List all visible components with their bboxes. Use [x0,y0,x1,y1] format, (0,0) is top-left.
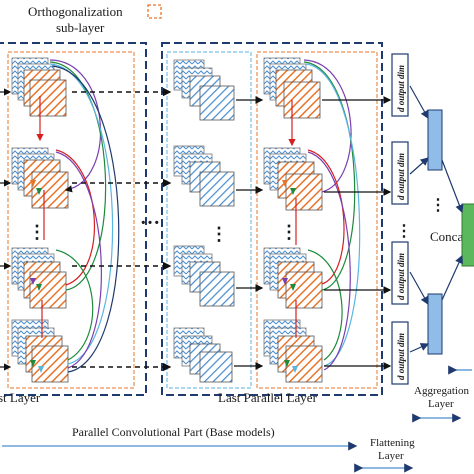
first-layer-stack-1 [11,57,67,117]
flatten-dim-box-4: d output dim [391,321,409,385]
aggregation-label-line2: Layer [428,398,454,410]
legend-swatch [147,4,162,19]
first-layer-label: st Layer [0,390,41,405]
layer-ellipsis: … [140,207,160,229]
first-layer-stack-2 [11,147,69,209]
svg-text:d output dim: d output dim [396,153,406,200]
last-ortho-sublayer-box [256,51,378,389]
last-parallel-layer-box [161,42,383,396]
flatten-dim-box-2: d output dim [391,141,409,205]
first-layer-stack-4 [11,319,69,383]
last-parallel-layer-label: Last Parallel Layer [218,390,318,405]
flatten-dim-box-3: d output dim [391,241,409,305]
flattening-label-line1: Flattening [370,437,415,449]
parallel-part-label: Parallel Convolutional Part (Base models… [72,425,275,439]
svg-text:d output dim: d output dim [396,253,406,300]
last-layer-triangles [282,180,298,373]
flatten-to-aggregation-arrows [409,85,430,353]
first-layer-ortho-box [7,51,135,389]
flatten-vdots: ⋮ [396,223,412,240]
last-layer-stack-2 [263,147,323,211]
to-flatten-arrows [322,96,392,370]
svg-text:d output dim: d output dim [396,65,406,112]
last-layer-stack-1 [263,57,321,119]
input-arrows [0,88,12,371]
conv-stack-3 [173,245,235,307]
conv-stack-1 [173,59,235,121]
aggregation-label-line1: Aggregation [414,385,469,397]
output-node [461,203,474,267]
aggregation-vdots: ⋮ [430,197,446,214]
inter-layer-connections [72,87,172,372]
flatten-dim-box-1: d output dim [391,53,409,117]
first-layer-vdots: ⋮ [28,222,46,242]
first-layer-box [0,42,147,396]
conv-stack-4 [173,327,233,383]
legend-subtitle: sub-layer [56,20,105,35]
svg-text:d output dim: d output dim [396,333,406,380]
aggregation-node-bottom [427,293,443,355]
conv-stack-2 [173,145,235,207]
conv-sublayer-box [166,51,252,389]
concat-label: Concat [430,229,467,244]
first-layer-triangles [30,180,44,373]
conv-to-ortho-arrows [234,96,264,370]
aggregation-to-output-arrows [441,159,464,301]
last-layer-stack-3 [263,247,323,309]
flattening-label-line2: Layer [378,450,404,462]
last-layer-vdots: ⋮ [280,222,298,242]
first-layer-skip-connections [36,59,120,373]
last-layer-skip-connections [288,59,361,371]
aggregation-node-top [427,109,443,171]
last-layer-stack-4 [263,319,323,383]
legend-title: Orthogonalization [28,4,123,19]
conv-vdots: ⋮ [210,224,228,244]
first-layer-stack-3 [11,247,67,309]
